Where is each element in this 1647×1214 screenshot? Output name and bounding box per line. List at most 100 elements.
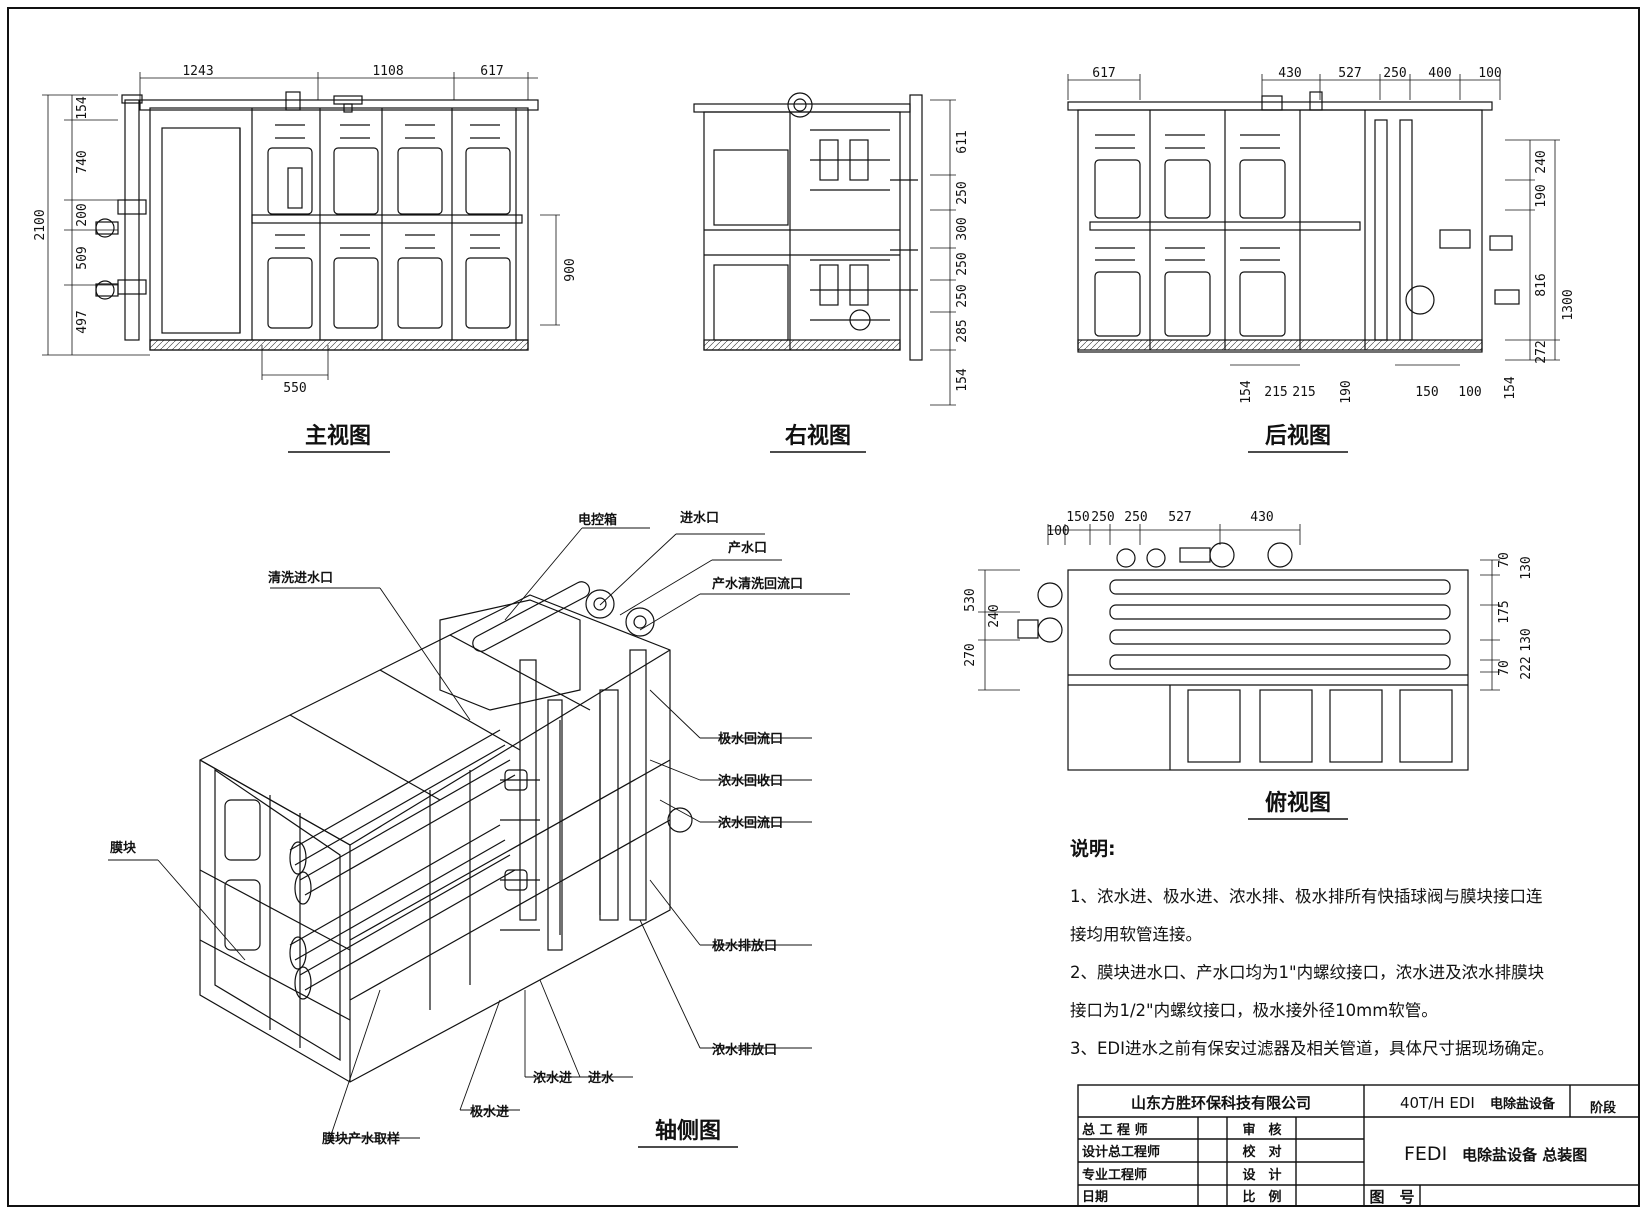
- front-dim-top-1: 1243: [182, 64, 213, 79]
- notes-line-1a: 1、浓水进、极水进、浓水排、极水排所有快插球阀与膜块接口连: [1070, 887, 1543, 906]
- rear-dim-right-1: 240: [1534, 150, 1549, 173]
- titleblock-check: 校 对: [1242, 1144, 1281, 1160]
- callout-product-outlet: 产水口: [728, 540, 767, 556]
- rear-dim-right-6: 154: [1503, 376, 1518, 400]
- notes-line-3: 3、EDI进水之前有保安过滤器及相关管道，具体尺寸据现场确定。: [1070, 1039, 1554, 1058]
- callout-clean-inlet: 清洗进水口: [268, 570, 333, 586]
- callout-electrode-return: 极水回流口: [718, 731, 783, 747]
- callout-control-box: 电控箱: [578, 512, 617, 528]
- titleblock-engineer: 专业工程师: [1082, 1167, 1147, 1183]
- rear-dim-right-4: 1300: [1561, 289, 1576, 320]
- rear-dim-right-5: 272: [1534, 340, 1549, 363]
- top-dim-right-1: 70: [1497, 552, 1512, 568]
- right-dim-1: 611: [955, 130, 970, 153]
- top-view-title: 俯视图: [1265, 790, 1331, 816]
- titleblock-project-name: 电除盐设备: [1490, 1096, 1556, 1112]
- top-dim-right-3: 175: [1497, 600, 1512, 623]
- titleblock-design-chief: 设计总工程师: [1082, 1144, 1160, 1160]
- rear-view: [1067, 74, 1560, 366]
- callout-water-in: 进水: [588, 1070, 615, 1086]
- top-dim-left-3: 270: [963, 643, 978, 666]
- top-view: [978, 524, 1500, 771]
- rear-dim-bottom-1: 154: [1239, 380, 1254, 404]
- front-dim-left-3: 200: [75, 203, 90, 226]
- titleblock-chief-engineer: 总 工 程 师: [1082, 1122, 1148, 1138]
- front-dim-left-2: 740: [75, 150, 90, 173]
- front-dim-left-1: 154: [75, 96, 90, 120]
- front-dim-top-3: 617: [480, 64, 503, 79]
- top-dim-top-2: 150: [1066, 510, 1089, 525]
- front-view-title: 主视图: [305, 423, 371, 449]
- titleblock-drawing-name: 电除盐设备 总装图: [1462, 1146, 1587, 1164]
- front-dim-left-4: 509: [75, 246, 90, 269]
- callout-conc-return: 浓水回流口: [718, 815, 783, 831]
- notes-heading: 说明:: [1070, 837, 1116, 860]
- top-dim-top-5: 527: [1168, 510, 1191, 525]
- title-block: [1077, 1084, 1640, 1207]
- callout-electrode-drain: 极水排放口: [712, 938, 777, 954]
- notes-line-2a: 2、膜块进水口、产水口均为1"内螺纹接口，浓水进及浓水排膜块: [1070, 963, 1544, 982]
- callout-membrane: 膜块: [110, 840, 137, 856]
- front-view: [42, 72, 560, 380]
- titleblock-company: 山东方胜环保科技有限公司: [1131, 1094, 1311, 1112]
- right-dim-5: 250: [955, 284, 970, 307]
- notes-line-1b: 接均用软管连接。: [1070, 925, 1202, 944]
- front-dim-left-5: 497: [75, 310, 90, 333]
- right-dim-6: 285: [955, 319, 970, 342]
- rear-view-title: 后视图: [1265, 423, 1331, 449]
- top-dim-right-4: 130: [1519, 628, 1534, 651]
- rear-dim-top-1: 617: [1092, 66, 1115, 81]
- rear-dim-top-4: 250: [1383, 66, 1406, 81]
- top-dim-top-6: 430: [1250, 510, 1273, 525]
- top-dim-left-2: 240: [987, 604, 1002, 627]
- top-dim-top-3: 250: [1091, 510, 1114, 525]
- sheet-border: [7, 7, 1640, 1207]
- callout-electrode-in: 极水进: [470, 1104, 509, 1120]
- titleblock-scale: 比 例: [1242, 1189, 1281, 1205]
- titleblock-project-code: 40T/H EDI: [1400, 1094, 1475, 1112]
- rear-dim-bottom-2: 215: [1264, 385, 1287, 400]
- rear-dim-bottom-4: 190: [1339, 380, 1354, 403]
- callout-water-inlet: 进水口: [680, 510, 719, 526]
- iso-view: [199, 581, 693, 1083]
- rear-dim-top-3: 527: [1338, 66, 1361, 81]
- front-dim-right: 900: [563, 258, 578, 281]
- right-dim-3: 300: [955, 217, 970, 240]
- titleblock-review: 审 核: [1242, 1122, 1281, 1138]
- right-dim-4: 250: [955, 252, 970, 275]
- iso-view-title: 轴侧图: [655, 1118, 721, 1144]
- top-dim-top-4: 250: [1124, 510, 1147, 525]
- notes-line-2b: 接口为1/2"内螺纹接口，极水接外径10mm软管。: [1070, 1001, 1438, 1020]
- front-dim-bottom: 550: [283, 381, 306, 396]
- top-dim-left-1: 530: [963, 588, 978, 611]
- rear-dim-bottom-5: 150: [1415, 385, 1438, 400]
- rear-dim-right-3: 816: [1534, 273, 1549, 296]
- rear-dim-top-2: 430: [1278, 66, 1301, 81]
- top-dim-right-6: 222: [1519, 656, 1534, 679]
- titleblock-date: 日期: [1082, 1190, 1108, 1205]
- top-dim-right-5: 70: [1497, 660, 1512, 676]
- rear-dim-right-2: 190: [1534, 184, 1549, 207]
- callout-product-clean-return: 产水清洗回流口: [712, 576, 803, 592]
- rear-dim-bottom-6: 100: [1458, 385, 1481, 400]
- callout-conc-recovery: 浓水回收口: [718, 773, 783, 789]
- top-dim-top-1: 100: [1046, 524, 1069, 539]
- right-view-title: 右视图: [785, 423, 851, 449]
- titleblock-drawing-code: FEDI: [1404, 1143, 1447, 1165]
- callout-sampling: 膜块产水取样: [322, 1131, 400, 1147]
- right-dim-2: 250: [955, 181, 970, 204]
- callout-conc-drain: 浓水排放口: [712, 1042, 777, 1058]
- front-dim-top-2: 1108: [372, 64, 403, 79]
- rear-dim-top-6: 100: [1478, 66, 1501, 81]
- top-dim-right-2: 130: [1519, 556, 1534, 579]
- titleblock-stage: 阶段: [1590, 1100, 1616, 1116]
- right-view: [693, 92, 956, 406]
- rear-dim-top-5: 400: [1428, 66, 1451, 81]
- right-dim-7: 154: [955, 368, 970, 392]
- front-dim-total: 2100: [33, 209, 48, 240]
- titleblock-drawing-no: 图 号: [1369, 1188, 1414, 1206]
- iso-leaders: [108, 527, 850, 1139]
- callout-conc-in: 浓水进: [533, 1070, 572, 1086]
- titleblock-design: 设 计: [1242, 1167, 1281, 1183]
